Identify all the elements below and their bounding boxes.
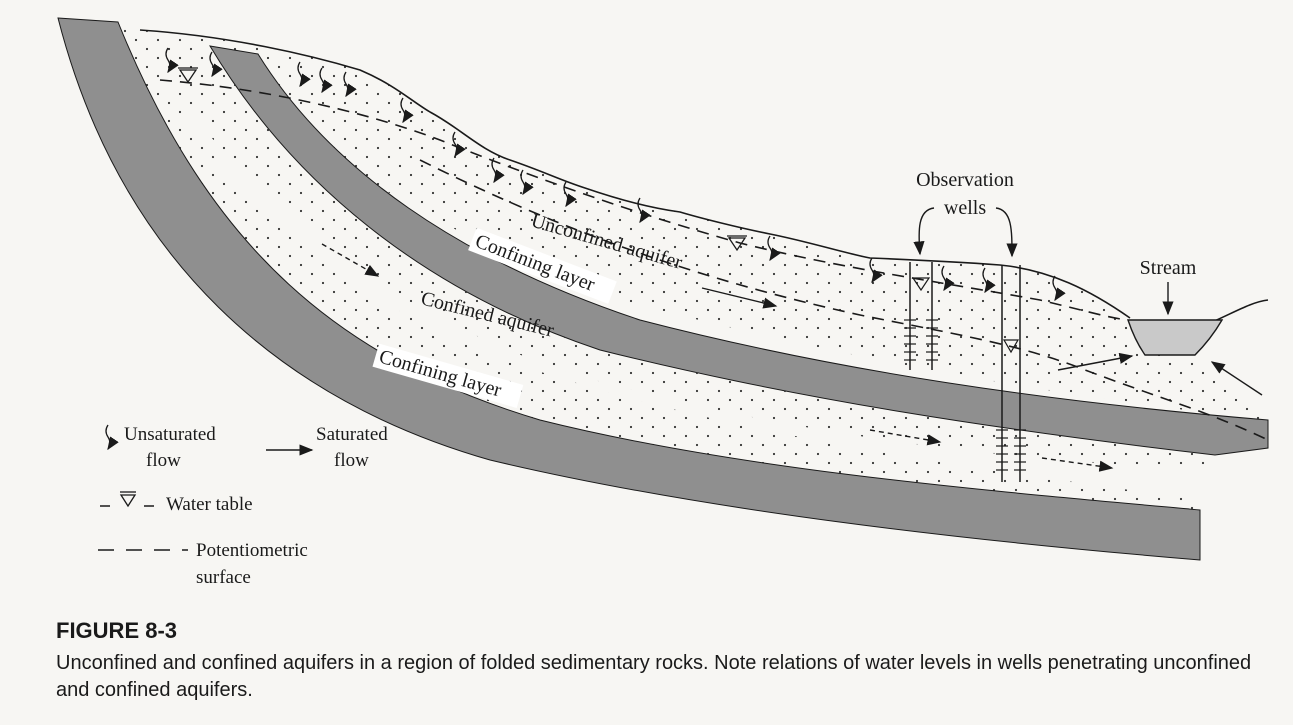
deep-well-screen [996, 429, 1026, 471]
aquifer-cross-section-diagram: Observation wells Stream Unconfined aqui… [57, 17, 1269, 588]
water-table-symbol-1 [178, 67, 198, 84]
shallow-well-screen [904, 319, 938, 361]
stream-callout: Stream [1140, 257, 1197, 316]
legend-potentiometric-surface: Potentiometric surface [98, 540, 308, 588]
confined-aquifer-body [118, 22, 1200, 510]
legend-saturated-line1: Saturated [316, 424, 388, 445]
legend-unsaturated-flow: Unsaturated flow [105, 424, 216, 471]
water-table-icon [100, 491, 154, 508]
legend-water-table-text: Water table [166, 494, 253, 515]
observation-well-shallow [904, 262, 938, 370]
legend: Unsaturated flow Saturated flow Water ta… [98, 424, 388, 588]
legend-unsaturated-line1: Unsaturated [124, 424, 216, 445]
water-table-symbol-2 [727, 235, 747, 252]
lower-confining-layer [57, 17, 1201, 561]
unconfined-aquifer-sand [140, 30, 1268, 420]
stream-water [1127, 319, 1224, 356]
ground-surface [139, 29, 1131, 319]
stream-label: Stream [1140, 257, 1197, 279]
observation-label-line2: wells [944, 197, 986, 219]
observation-label-line1: Observation [916, 169, 1014, 191]
figure-number: FIGURE 8-3 [56, 618, 178, 643]
potentiometric-surface-line [419, 159, 1269, 441]
legend-saturated-flow: Saturated flow [266, 424, 388, 471]
figure-caption: FIGURE 8-3 Unconfined and confined aquif… [56, 618, 1276, 704]
unsaturated-flow-arrows [165, 47, 1066, 302]
observation-well-deep [996, 265, 1026, 482]
saturated-flow-arrows [321, 243, 1263, 472]
legend-water-table: Water table [100, 491, 253, 515]
unsaturated-flow-icon [105, 424, 119, 451]
legend-saturated-line2: flow [334, 450, 369, 471]
left-sand-strip [140, 30, 1215, 470]
legend-potentiometric-line1: Potentiometric [196, 540, 308, 561]
observation-wells-callout: Observation wells [913, 169, 1018, 258]
legend-potentiometric-line2: surface [196, 567, 251, 588]
water-table-line [159, 79, 1129, 321]
figure-caption-text: Unconfined and confined aquifers in a re… [56, 652, 1252, 701]
legend-unsaturated-line2: flow [146, 450, 181, 471]
